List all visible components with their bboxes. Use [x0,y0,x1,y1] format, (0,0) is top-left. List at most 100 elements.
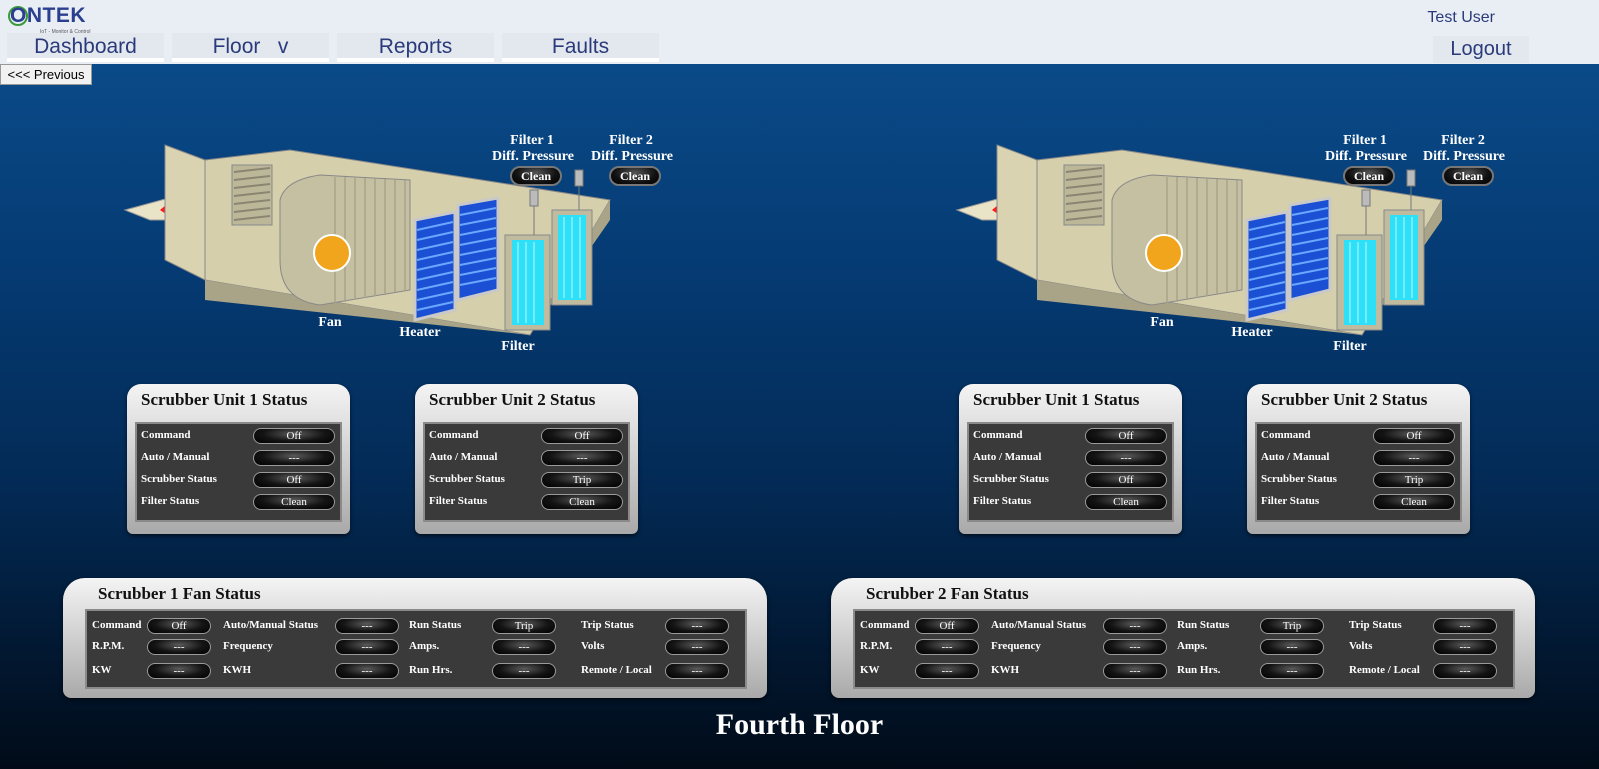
panel-title: Scrubber Unit 2 Status [429,390,596,409]
ahu-diagram-right [955,144,1443,336]
row-label: Command [1261,429,1311,441]
fan-kw-value: --- [915,663,979,679]
row-label: Remote / Local [1349,664,1420,676]
filter-label-left: Filter [501,339,535,354]
row-label: Auto/Manual Status [991,619,1087,631]
row-label: Auto / Manual [429,451,498,463]
row-label: Run Status [409,619,462,631]
nav-dashboard[interactable]: Dashboard [7,33,164,62]
filter-status-value: Clean [253,494,335,510]
fan-run-status-value: Trip [492,618,556,634]
panel-body: Command Off Auto / Manual --- Scrubber S… [1255,422,1462,522]
panel-title: Scrubber Unit 1 Status [141,390,308,409]
row-label: Trip Status [581,619,634,631]
fan-frequency-value: --- [335,639,399,655]
row-label: Auto / Manual [141,451,210,463]
command-value: Off [541,428,623,444]
fan-trip-status-value: --- [665,618,729,634]
row-label: Run Status [1177,619,1230,631]
row-label: Amps. [1177,640,1208,652]
scrubber-unit2-panel-left: Scrubber Unit 2 Status Command Off Auto … [415,384,638,534]
row-label: R.P.M. [860,640,893,652]
previous-button[interactable]: <<< Previous [0,64,92,85]
fan-label-left: Fan [318,315,342,330]
row-label: Volts [1349,640,1373,652]
filter-status-value: Clean [541,494,623,510]
row-label: Frequency [223,640,273,652]
auto-manual-value: --- [1085,450,1167,466]
fan-run-status-value: Trip [1260,618,1324,634]
row-label: Remote / Local [581,664,652,676]
panel-title: Scrubber 1 Fan Status [98,584,261,603]
filter2-label-left: Filter 2 [609,133,653,148]
fan-kw-value: --- [147,663,211,679]
logo-ring-icon [8,6,28,26]
filter1-pressure-value-left: Clean [510,166,562,186]
command-value: Off [253,428,335,444]
auto-manual-value: --- [541,450,623,466]
filter2-pressure-value-right: Clean [1442,166,1494,186]
floor-title: Fourth Floor [715,708,884,741]
user-name: Test User [1427,9,1495,26]
heater-coil-right [1245,196,1332,322]
fan-rpm-value: --- [147,639,211,655]
row-label: KWH [223,664,252,676]
heater-label-right: Heater [1231,325,1273,340]
scrubber-status-value: Off [253,472,335,488]
row-label: R.P.M. [92,640,125,652]
panel-title: Scrubber 2 Fan Status [866,584,1029,603]
fan-amps-value: --- [492,639,556,655]
filter2-diff-pressure-label-right: Diff. Pressure [1423,149,1505,164]
row-label: Command [141,429,191,441]
ontek-logo[interactable]: ONTEK IoT - Monitor & Control [6,2,98,35]
row-label: Trip Status [1349,619,1402,631]
auto-manual-value: --- [253,450,335,466]
filter-status-value: Clean [1085,494,1167,510]
scrubber2-fan-panel: Scrubber 2 Fan Status Command Off R.P.M.… [831,578,1535,698]
panel-body: Command Off Auto / Manual --- Scrubber S… [423,422,630,522]
row-label: Scrubber Status [429,473,505,485]
fan-command-value: Off [147,618,211,634]
fan-run-hrs-value: --- [1260,663,1324,679]
fan-kwh-value: --- [1103,663,1167,679]
filter1-label-right: Filter 1 [1343,133,1387,148]
filter-status-value: Clean [1373,494,1455,510]
command-value: Off [1085,428,1167,444]
filter-bank-right [1336,169,1425,331]
row-label: Filter Status [1261,495,1320,507]
row-label: Command [860,619,910,631]
row-label: Filter Status [973,495,1032,507]
row-label: Auto/Manual Status [223,619,319,631]
panel-title: Scrubber Unit 1 Status [973,390,1140,409]
scrubber-status-value: Off [1085,472,1167,488]
fan-frequency-value: --- [1103,639,1167,655]
fan-volts-value: --- [1433,639,1497,655]
fan-remote-local-value: --- [1433,663,1497,679]
row-label: KWH [991,664,1020,676]
panel-body: Command Off R.P.M. --- KW --- Auto/Manua… [853,609,1515,689]
scrubber-unit1-panel-left: Scrubber Unit 1 Status Command Off Auto … [127,384,350,534]
fan-auto-manual-value: --- [1103,618,1167,634]
fan-kwh-value: --- [335,663,399,679]
fan-run-hrs-value: --- [492,663,556,679]
auto-manual-value: --- [1373,450,1455,466]
fan-trip-status-value: --- [1433,618,1497,634]
row-label: Scrubber Status [1261,473,1337,485]
nav-reports[interactable]: Reports [337,33,494,62]
logo-tagline: IoT - Monitor & Control [40,29,91,35]
row-label: Command [973,429,1023,441]
row-label: Volts [581,640,605,652]
logout-button[interactable]: Logout [1433,36,1529,63]
fan-volts-value: --- [665,639,729,655]
fan-amps-value: --- [1260,639,1324,655]
panel-body: Command Off Auto / Manual --- Scrubber S… [967,422,1174,522]
nav-floor-dropdown[interactable]: Floor v [172,33,329,62]
fan-auto-manual-value: --- [335,618,399,634]
row-label: Filter Status [429,495,488,507]
heater-label-left: Heater [399,325,441,340]
nav-faults[interactable]: Faults [502,33,659,62]
logo-text: ONTEK [10,4,86,27]
scrubber-status-value: Trip [1373,472,1455,488]
panel-title: Scrubber Unit 2 Status [1261,390,1428,409]
filter1-label-left: Filter 1 [510,133,554,148]
